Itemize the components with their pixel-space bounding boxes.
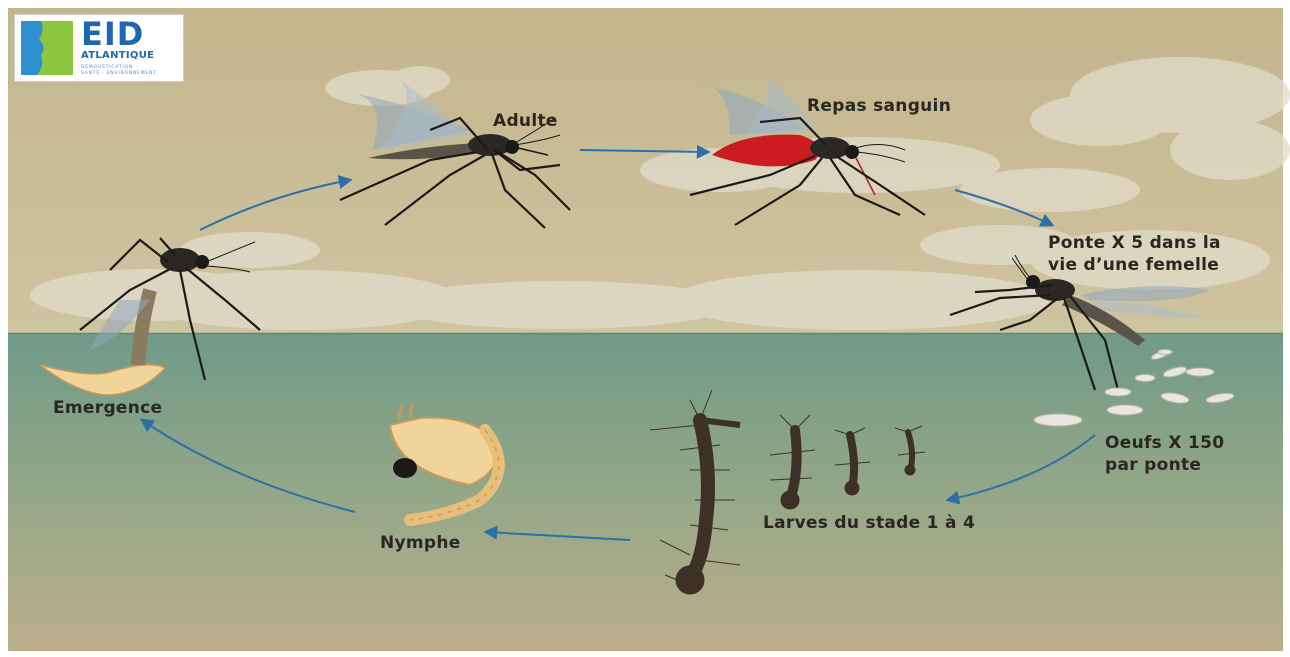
label-larves: Larves du stade 1 à 4 <box>763 512 975 534</box>
logo-tagline-2: SANTÉ · ENVIRONNEMENT <box>81 71 157 77</box>
label-adulte: Adulte <box>493 110 558 132</box>
logo-tagline: DÉMOUSTICATION SANTÉ · ENVIRONNEMENT <box>81 65 157 77</box>
label-oeufs-line-2: par ponte <box>1105 454 1224 476</box>
logo-subtitle: ATLANTIQUE <box>81 50 154 62</box>
label-ponte-line-1: Ponte X 5 dans la <box>1048 232 1221 254</box>
logo-title: EID <box>81 17 144 51</box>
label-emergence: Emergence <box>53 397 162 419</box>
label-ponte-line-2: vie d’une femelle <box>1048 254 1221 276</box>
atlantic-map-icon <box>21 21 73 75</box>
label-ponte: Ponte X 5 dans la vie d’une femelle <box>1048 232 1221 276</box>
label-nymphe: Nymphe <box>380 532 461 554</box>
label-oeufs: Oeufs X 150 par ponte <box>1105 432 1224 476</box>
eid-logo: EID ATLANTIQUE DÉMOUSTICATION SANTÉ · EN… <box>14 14 184 82</box>
label-oeufs-line-1: Oeufs X 150 <box>1105 432 1224 454</box>
label-repas-sanguin: Repas sanguin <box>807 95 951 117</box>
